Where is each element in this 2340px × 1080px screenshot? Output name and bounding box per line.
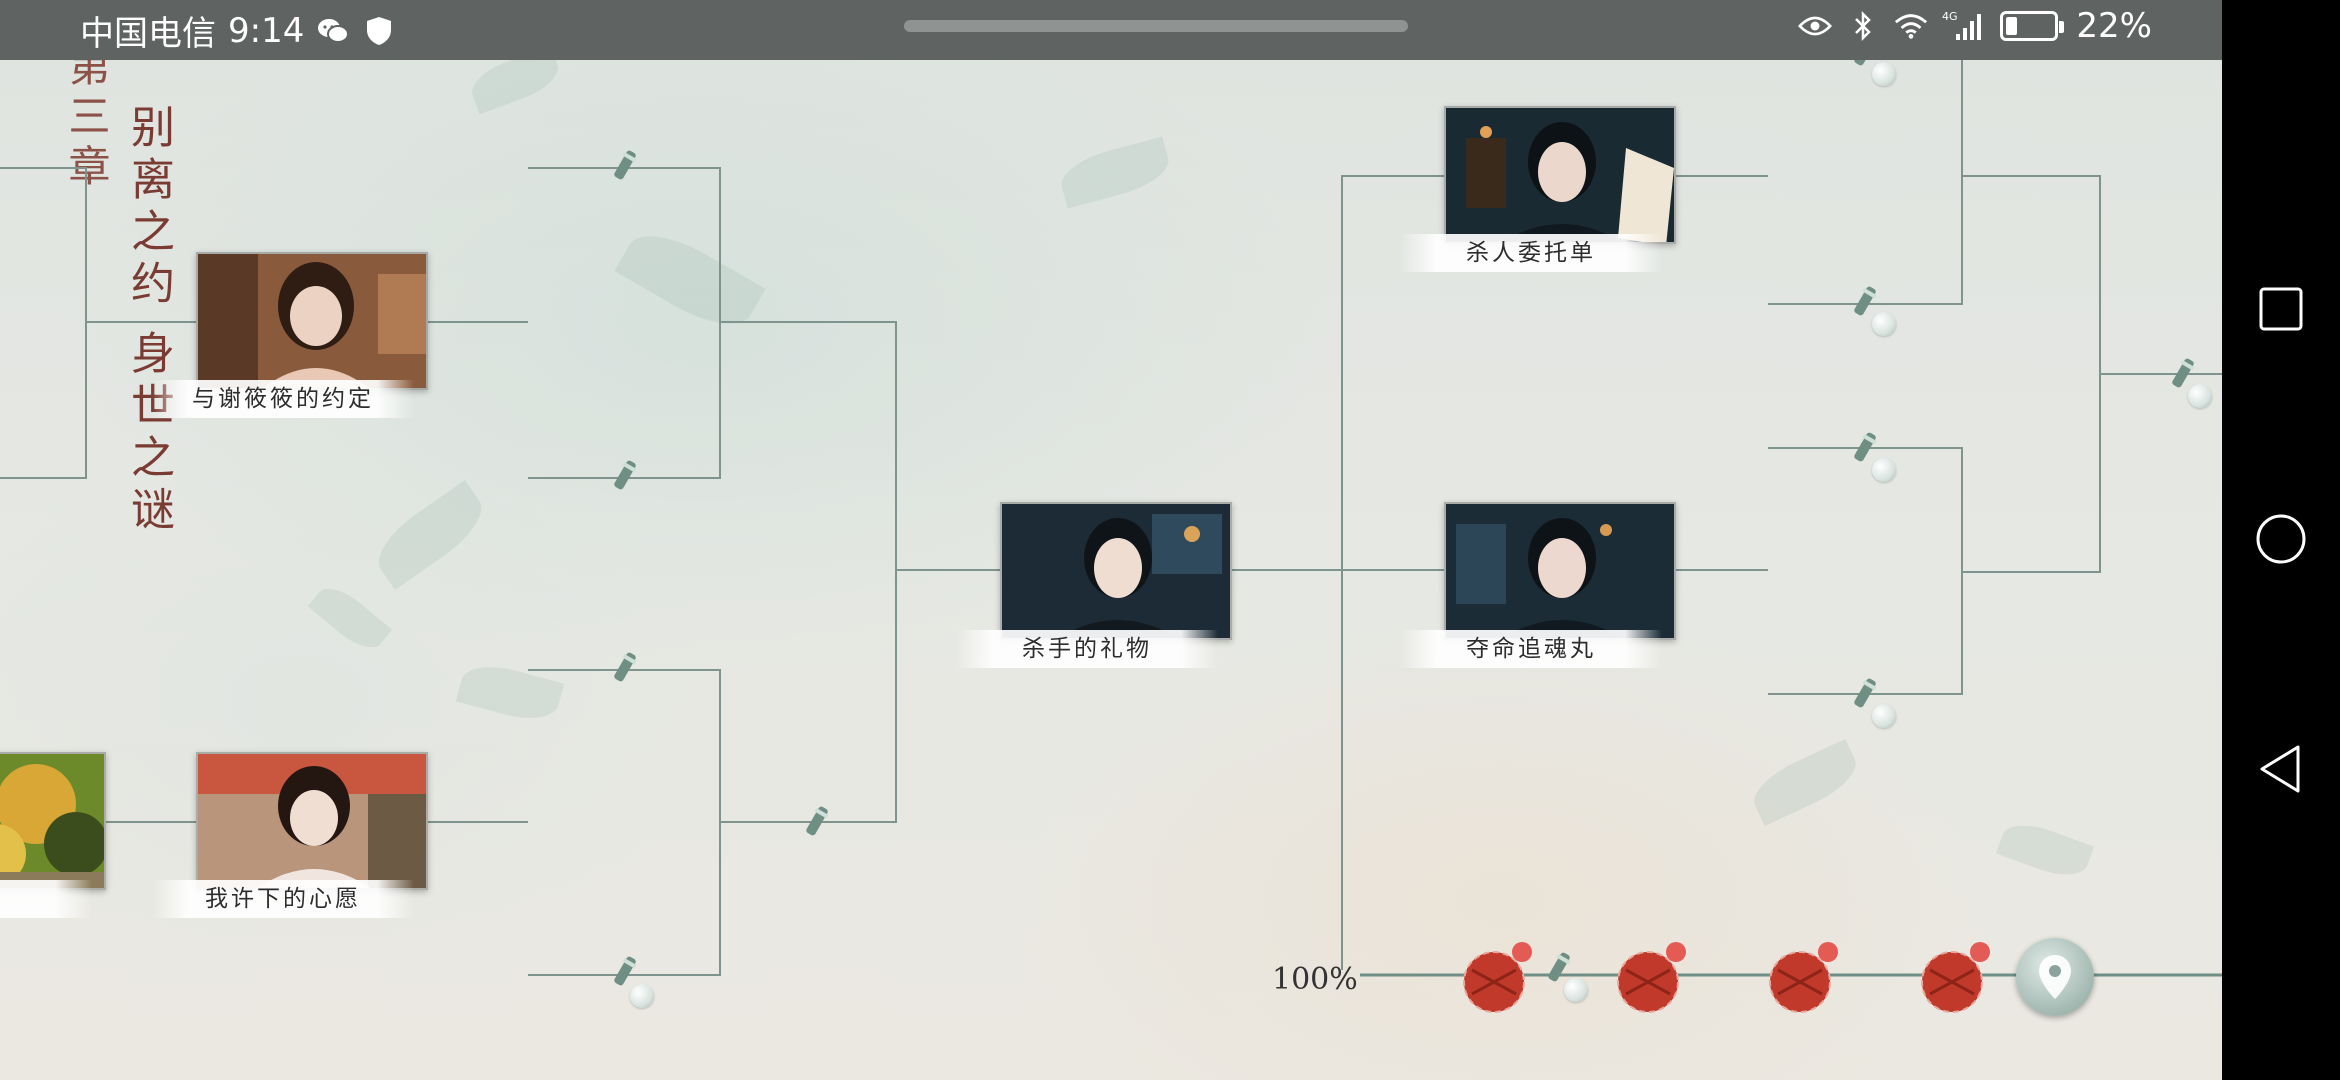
battery-outline bbox=[2000, 11, 2065, 41]
scroll-marker-icon[interactable] bbox=[1542, 950, 1576, 984]
branch-line bbox=[720, 321, 1000, 571]
signal-icon: 4G bbox=[1942, 9, 1982, 43]
bluetooth-icon bbox=[1846, 9, 1880, 43]
game-screen: 第三章 别离之约 身世之谜 bbox=[0, 0, 2222, 1080]
scene-node-wish[interactable]: 我许下的心愿 bbox=[152, 752, 428, 918]
scroll-marker-icon[interactable] bbox=[1848, 676, 1882, 710]
pearl-icon bbox=[2188, 384, 2212, 408]
branch-line bbox=[0, 167, 87, 479]
scroll-marker-icon[interactable] bbox=[1848, 430, 1882, 464]
pearl-icon bbox=[1872, 62, 1896, 86]
scene-thumbnail bbox=[1444, 502, 1676, 640]
pearl-icon bbox=[1564, 978, 1588, 1002]
red-bead-reward-icon[interactable] bbox=[1612, 940, 1688, 1016]
branch-line bbox=[1676, 49, 2101, 573]
pearl-icon bbox=[1872, 704, 1896, 728]
scene-label: 杀人委托单 bbox=[1400, 234, 1662, 272]
back-triangle-icon bbox=[2260, 745, 2300, 793]
branch-line bbox=[1341, 175, 1444, 970]
status-time: 9:14 bbox=[228, 10, 305, 51]
scene-label: 杀手的礼物 bbox=[956, 630, 1218, 668]
red-bead-reward-icon[interactable] bbox=[1458, 940, 1534, 1016]
eye-icon bbox=[1798, 9, 1833, 43]
scene-thumbnail bbox=[1000, 502, 1232, 640]
scene-node-soul-pill[interactable]: 夺命追魂丸 bbox=[1400, 502, 1676, 668]
scene-label: 夺命追魂丸 bbox=[1400, 630, 1662, 668]
wechat-icon bbox=[316, 14, 350, 48]
scroll-marker-icon[interactable] bbox=[1848, 284, 1882, 318]
scene-node-promise[interactable]: 与谢筱筱的约定 bbox=[152, 252, 428, 418]
carrier-name: 中国电信 bbox=[80, 14, 216, 54]
wifi-icon bbox=[1894, 9, 1928, 43]
scroll-marker-icon[interactable] bbox=[2166, 356, 2200, 390]
home-button[interactable] bbox=[2222, 480, 2340, 598]
scene-node-assassin-gift[interactable]: 杀手的礼物 bbox=[956, 502, 1232, 668]
scene-thumbnail bbox=[1444, 106, 1676, 244]
scroll-marker-icon[interactable] bbox=[608, 458, 642, 492]
network-type: 4G bbox=[1942, 10, 1958, 23]
completion-percent: 100% bbox=[1272, 962, 1358, 997]
recents-square-icon bbox=[2259, 287, 2303, 331]
scene-label: 与谢筱筱的约定 bbox=[152, 380, 414, 418]
scene-thumbnail bbox=[196, 752, 428, 890]
navigation-bar bbox=[2222, 0, 2340, 1080]
scroll-marker-icon[interactable] bbox=[608, 650, 642, 684]
status-bar: 中国电信 9:14 4G 22% bbox=[0, 0, 2222, 60]
home-circle-icon bbox=[2256, 514, 2306, 564]
pearl-icon bbox=[1872, 312, 1896, 336]
pearl-icon bbox=[1872, 458, 1896, 482]
scene-thumbnail bbox=[0, 752, 106, 890]
battery-percent: 22% bbox=[2076, 6, 2152, 46]
branch-line bbox=[428, 167, 721, 479]
battery-fill bbox=[2006, 17, 2018, 35]
branch-line bbox=[1676, 447, 1963, 695]
recents-button[interactable] bbox=[2222, 250, 2340, 368]
scene-label: 我许下的心愿 bbox=[152, 880, 414, 918]
scene-node-flower-forest[interactable]: 花林 bbox=[0, 752, 106, 918]
pearl-icon bbox=[630, 984, 654, 1008]
map-pin-icon[interactable] bbox=[2016, 938, 2094, 1016]
branch-line bbox=[428, 669, 721, 976]
red-bead-reward-icon[interactable] bbox=[1916, 940, 1992, 1016]
chapter-title: 别离之约 bbox=[123, 104, 174, 312]
scene-thumbnail bbox=[196, 252, 428, 390]
chapter-subtitle: 身世之谜 bbox=[123, 330, 174, 538]
back-button[interactable] bbox=[2222, 710, 2340, 828]
top-handle-bar[interactable] bbox=[904, 20, 1408, 32]
battery-icon bbox=[1996, 9, 2065, 43]
scene-node-kill-commission[interactable]: 杀人委托单 bbox=[1400, 106, 1676, 272]
scroll-marker-icon[interactable] bbox=[608, 148, 642, 182]
scroll-marker-icon[interactable] bbox=[800, 804, 834, 838]
scene-label: 花林 bbox=[0, 880, 92, 918]
branch-line bbox=[720, 570, 897, 823]
red-bead-reward-icon[interactable] bbox=[1764, 940, 1840, 1016]
scroll-marker-icon[interactable] bbox=[608, 954, 642, 988]
shield-icon bbox=[362, 14, 396, 48]
